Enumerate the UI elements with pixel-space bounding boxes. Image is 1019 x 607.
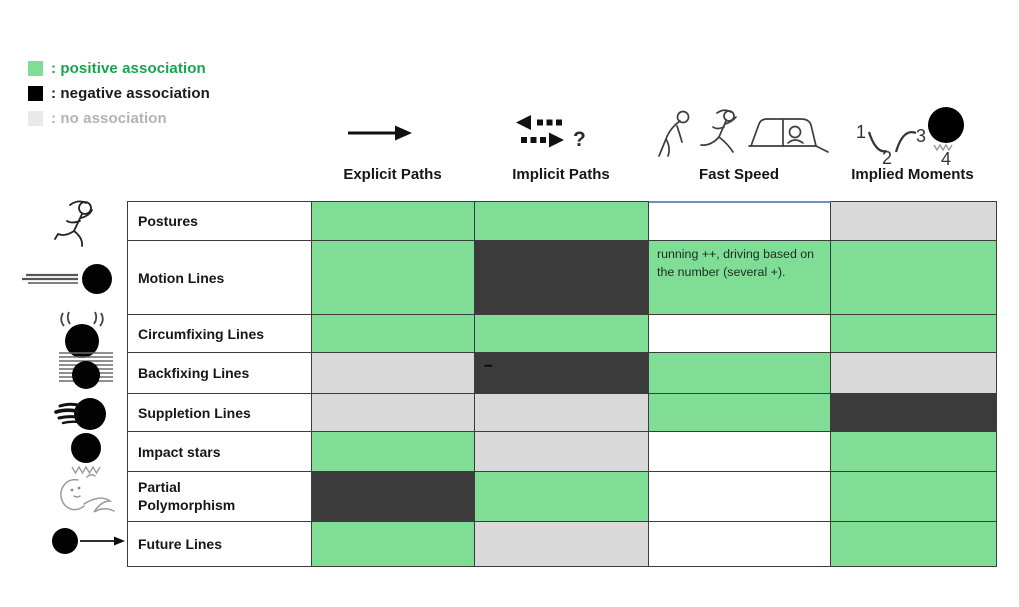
ball-smear-icon <box>54 398 106 430</box>
row-label-partial-polymorphism: Partial Polymorphism <box>128 472 312 522</box>
cell-circumfixing-fastspeed <box>649 315 831 353</box>
cell-note: running ++, driving based on the number … <box>657 247 815 279</box>
cell-backfixing-implied <box>831 353 996 394</box>
positive-swatch-icon <box>28 60 43 76</box>
row-label-circumfixing-lines: Circumfixing Lines <box>128 315 312 353</box>
col-header-fast-speed: Fast Speed <box>698 166 780 183</box>
speed-lines-ball-icon <box>22 264 112 294</box>
none-swatch-icon <box>28 110 43 126</box>
solid-right-arrow-icon <box>348 125 412 141</box>
svg-text:?: ? <box>573 128 586 151</box>
col-header-implied-moments: Implied Moments <box>851 166 974 183</box>
cell-suppletion-implied <box>831 394 996 432</box>
cell-suppletion-explicit <box>312 394 475 432</box>
cell-future-explicit <box>312 522 475 566</box>
cell-backfixing-explicit <box>312 353 475 394</box>
cell-circumfixing-explicit <box>312 315 475 353</box>
col-header-implicit-paths: Implicit Paths <box>512 166 610 183</box>
cell-suppletion-fastspeed <box>649 394 831 432</box>
cell-future-implicit <box>475 522 649 566</box>
cell-postures-implied <box>831 202 996 241</box>
numbered-bounce-ball-icon: 1 2 3 4 <box>856 107 964 168</box>
cell-backfixing-fastspeed <box>649 353 831 394</box>
legend-label-none: : no association <box>51 109 167 127</box>
cell-postures-implicit <box>475 202 649 241</box>
cell-partial-explicit <box>312 472 475 522</box>
svg-text:4: 4 <box>941 149 951 168</box>
cell-partial-implied <box>831 472 996 522</box>
cell-suppletion-implicit <box>475 394 649 432</box>
sketch-figure-icon <box>60 473 115 513</box>
legend-item-none: : no association <box>28 109 210 127</box>
ball-on-stripes-icon <box>59 352 113 389</box>
cell-impact-implied <box>831 432 996 472</box>
legend-item-negative: : negative association <box>28 84 210 102</box>
row-label-motion-lines: Motion Lines <box>128 241 312 315</box>
cell-motion-implicit <box>475 241 649 315</box>
cell-future-implied <box>831 522 996 566</box>
legend-label-positive: : positive association <box>51 59 206 77</box>
legend-label-negative: : negative association <box>51 84 210 102</box>
cell-backfixing-implicit: – <box>475 353 649 394</box>
ball-arrow-icon <box>52 528 125 554</box>
cell-circumfixing-implicit <box>475 315 649 353</box>
row-label-suppletion-lines: Suppletion Lines <box>128 394 312 432</box>
running-figure-icon <box>54 200 93 247</box>
cell-motion-implied <box>831 241 996 315</box>
row-label-postures: Postures <box>128 202 312 241</box>
cell-partial-implicit <box>475 472 649 522</box>
cell-postures-explicit <box>312 202 475 241</box>
dotted-arrows-question-icon: ? <box>516 115 586 151</box>
legend-item-positive: : positive association <box>28 59 210 77</box>
col-header-explicit-paths: Explicit Paths <box>343 166 442 183</box>
legend: : positive association : negative associ… <box>28 59 210 127</box>
row-label-future-lines: Future Lines <box>128 522 312 566</box>
row-label-impact-stars: Impact stars <box>128 432 312 472</box>
svg-text:2: 2 <box>882 148 892 168</box>
cell-future-fastspeed <box>649 522 831 566</box>
cell-postures-fastspeed <box>649 200 831 241</box>
cell-impact-explicit <box>312 432 475 472</box>
svg-text:3: 3 <box>916 126 926 146</box>
cell-partial-fastspeed <box>649 472 831 522</box>
ball-impact-marks-icon <box>71 433 101 475</box>
walker-runner-car-icon <box>658 109 829 157</box>
cell-motion-fastspeed: running ++, driving based on the number … <box>649 241 831 315</box>
svg-text:1: 1 <box>856 122 866 142</box>
cell-motion-explicit <box>312 241 475 315</box>
association-table: Postures Motion Lines running ++, drivin… <box>127 200 997 567</box>
row-label-backfixing-lines: Backfixing Lines <box>128 353 312 394</box>
cell-dash: – <box>484 357 493 374</box>
cell-circumfixing-implied <box>831 315 996 353</box>
negative-swatch-icon <box>28 85 43 101</box>
cell-impact-fastspeed <box>649 432 831 472</box>
ball-vibration-arcs-icon <box>60 311 104 358</box>
cell-impact-implicit <box>475 432 649 472</box>
